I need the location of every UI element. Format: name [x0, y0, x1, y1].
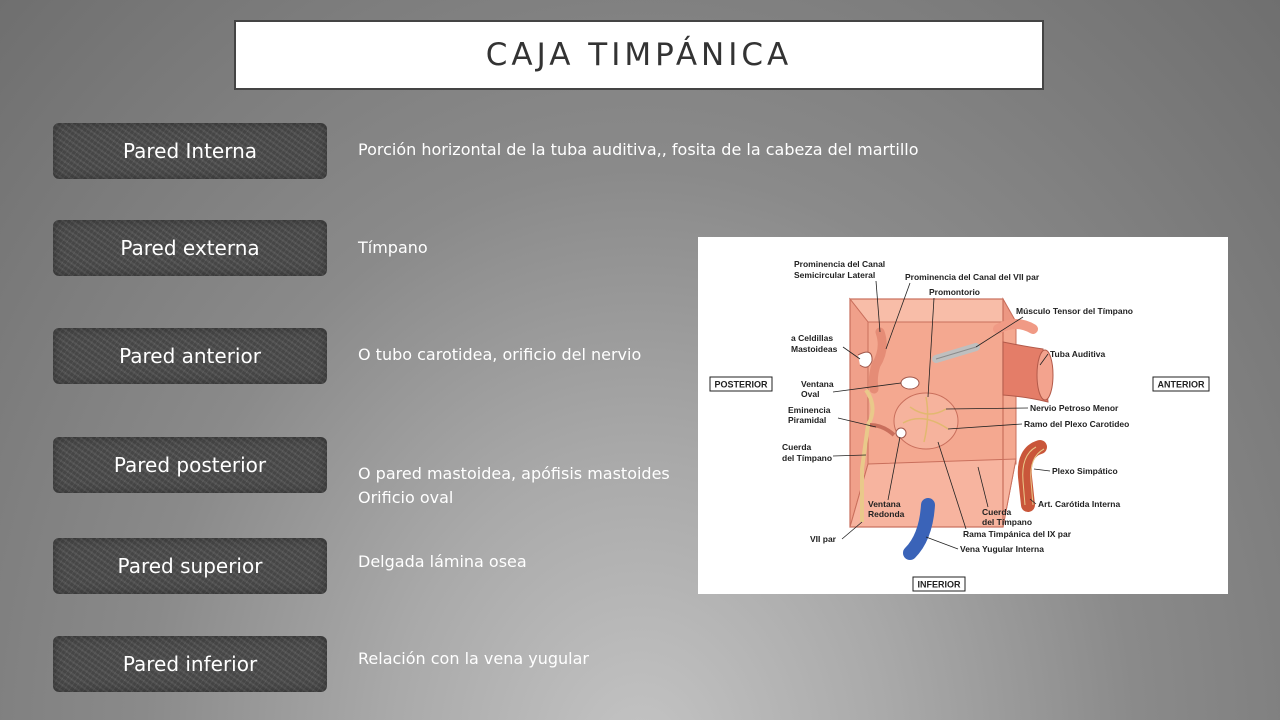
- inferior-label: INFERIOR: [917, 580, 961, 590]
- leader-rama-timpanica: [937, 441, 967, 530]
- label-text: Pared inferior: [122, 652, 258, 676]
- leader-petroso: [945, 407, 1029, 410]
- label-vii-par: VII par: [810, 534, 837, 544]
- diagram-svg: POSTERIOR ANTERIOR INFERIOR Prominencia …: [709, 259, 1210, 592]
- label-prominencia-vii: Prominencia del Canal del VII par: [905, 272, 1040, 282]
- ventana-oval-shape: [900, 376, 920, 390]
- leader-vii-par: [841, 521, 863, 540]
- label-pared-interna: Pared Interna: [53, 123, 327, 179]
- label-cuerda-bottom-2: del Tímpano: [982, 517, 1032, 527]
- tympanic-plexus: [902, 396, 949, 443]
- leader-celdillas: [842, 346, 861, 360]
- leader-promontorio: [927, 297, 935, 398]
- label-pared-externa: Pared externa: [53, 220, 327, 276]
- label-tuba-auditiva: Tuba Auditiva: [1050, 349, 1106, 359]
- mastoid-cells: [857, 351, 873, 368]
- label-text: Pared posterior: [113, 453, 267, 477]
- label-cuerda-left-1: Cuerda: [782, 442, 812, 452]
- vena-yugular: [903, 498, 935, 560]
- desc-pared-posterior-1: O pared mastoidea, apófisis mastoides: [358, 464, 670, 483]
- desc-pared-superior: Delgada lámina osea: [358, 552, 527, 571]
- label-text: Pared superior: [117, 554, 263, 578]
- leader-canal-vii: [885, 282, 911, 350]
- page-title: CAJA TIMPÁNICA: [485, 37, 793, 73]
- tympanic-cavity-diagram: POSTERIOR ANTERIOR INFERIOR Prominencia …: [698, 237, 1228, 594]
- title-box: CAJA TIMPÁNICA: [234, 20, 1044, 90]
- arteria-carotida: [1017, 440, 1047, 512]
- leader-cuerda-bottom: [977, 466, 989, 508]
- leader-eminencia: [837, 417, 877, 428]
- desc-pared-inferior: Relación con la vena yugular: [358, 649, 589, 668]
- leader-carotida: [1029, 498, 1037, 505]
- label-nervio-petroso: Nervio Petroso Menor: [1030, 403, 1119, 413]
- eminencia-piramidal-shape: [869, 423, 896, 437]
- leader-ramo: [947, 423, 1023, 430]
- leader-tuba: [1039, 353, 1049, 366]
- label-plexo-simpatico: Plexo Simpático: [1052, 466, 1118, 476]
- desc-pared-interna: Porción horizontal de la tuba auditiva,,…: [358, 140, 919, 159]
- anterior-box: [1152, 376, 1210, 392]
- tuba-auditiva-shape: [1002, 341, 1049, 403]
- leader-cuerda-left: [832, 454, 867, 457]
- desc-pared-externa: Tímpano: [358, 238, 428, 257]
- label-prominencia-semicircular-2: Semicircular Lateral: [794, 270, 875, 280]
- label-vena-yugular: Vena Yugular Interna: [960, 544, 1044, 554]
- label-eminencia-2: Piramidal: [788, 415, 826, 425]
- label-rama-timpanica: Rama Timpánica del IX par: [963, 529, 1072, 539]
- leader-plexo: [1033, 468, 1051, 472]
- leader-ventana-oval: [832, 382, 902, 393]
- label-celdillas-2: Mastoideas: [791, 344, 838, 354]
- label-cuerda-left-2: del Tímpano: [782, 453, 832, 463]
- label-promontorio: Promontorio: [929, 287, 980, 297]
- label-musculo-tensor: Músculo Tensor del Tímpano: [1016, 306, 1133, 316]
- label-prominencia-semicircular-1: Prominencia del Canal: [794, 259, 885, 269]
- label-ramo-plexo: Ramo del Plexo Carotideo: [1024, 419, 1129, 429]
- label-celdillas-1: a Celdillas: [791, 333, 833, 343]
- leader-yugular: [925, 536, 959, 550]
- posterior-box: [709, 376, 773, 392]
- label-pared-inferior: Pared inferior: [53, 636, 327, 692]
- label-pared-superior: Pared superior: [53, 538, 327, 594]
- label-ventana-oval-2: Oval: [801, 389, 819, 399]
- label-pared-anterior: Pared anterior: [53, 328, 327, 384]
- plexo-simpatico-fibers: [1022, 446, 1045, 506]
- anterior-label: ANTERIOR: [1158, 380, 1206, 390]
- desc-pared-posterior-2: Orificio oval: [358, 488, 454, 507]
- ventana-redonda-shape: [895, 427, 907, 439]
- label-text: Pared externa: [120, 236, 260, 260]
- label-cuerda-bottom-1: Cuerda: [982, 507, 1012, 517]
- label-eminencia-1: Eminencia: [788, 405, 831, 415]
- label-text: Pared Interna: [122, 139, 258, 163]
- label-pared-posterior: Pared posterior: [53, 437, 327, 493]
- label-ventana-oval-1: Ventana: [801, 379, 834, 389]
- musculo-tensor-line: [935, 346, 977, 360]
- posterior-label: POSTERIOR: [714, 380, 768, 390]
- facial-canal: [868, 327, 887, 394]
- label-art-carotida: Art. Carótida Interna: [1038, 499, 1120, 509]
- desc-pared-anterior: O tubo carotidea, orificio del nervio: [358, 345, 642, 364]
- tuba-auditiva-opening: [1036, 349, 1054, 401]
- tensor-muscle-body: [993, 319, 1038, 334]
- leader-semicircular: [875, 280, 881, 333]
- label-ventana-redonda-2: Redonda: [868, 509, 905, 519]
- label-text: Pared anterior: [119, 344, 261, 368]
- leader-ventana-redonda: [887, 436, 901, 501]
- leader-tensor: [975, 316, 1024, 348]
- label-ventana-redonda-1: Ventana: [868, 499, 901, 509]
- inferior-box: [912, 576, 966, 592]
